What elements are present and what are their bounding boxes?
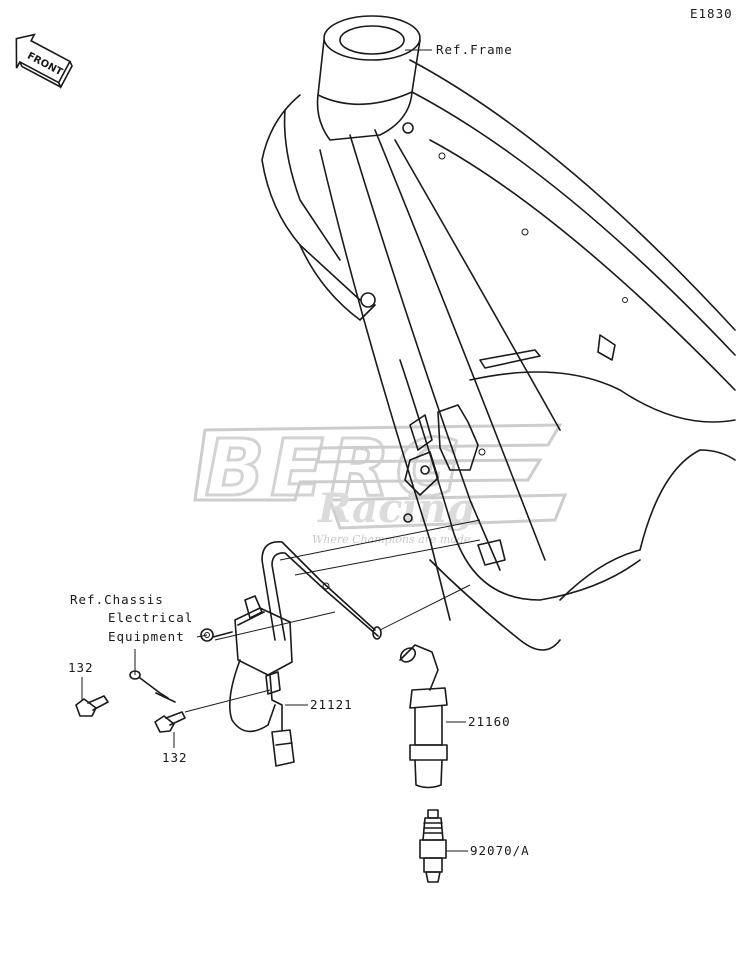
label-ref-chassis[interactable]: Ref.Chassis	[70, 592, 164, 607]
label-ref-frame[interactable]: Ref.Frame	[436, 42, 513, 57]
front-arrow-icon: FRONT	[15, 33, 73, 89]
frame-drawing	[261, 15, 736, 651]
leader-lines	[81, 49, 468, 852]
watermark-logo: BERG Racing Where Champions are made	[193, 423, 568, 546]
label-equipment[interactable]: Equipment	[108, 629, 185, 644]
watermark-subbrand: Racing	[317, 485, 475, 532]
label-part-21121[interactable]: 21121	[310, 697, 353, 712]
label-electrical[interactable]: Electrical	[108, 610, 193, 625]
bolt-132-upper-drawing	[75, 670, 176, 717]
spark-plug-drawing	[419, 809, 447, 883]
diagram-code: E1830	[690, 6, 733, 21]
label-part-92070a[interactable]: 92070/A	[470, 843, 530, 858]
watermark-tagline: Where Champions are made	[312, 533, 471, 546]
label-part-21160[interactable]: 21160	[468, 714, 511, 729]
ignition-coil-drawing	[200, 541, 382, 767]
bolt-132-lower-drawing	[154, 711, 186, 733]
assembly-guides	[184, 519, 481, 713]
label-part-132-lower[interactable]: 132	[162, 750, 188, 765]
plug-cap-drawing	[399, 644, 448, 789]
label-part-132-upper[interactable]: 132	[68, 660, 94, 675]
